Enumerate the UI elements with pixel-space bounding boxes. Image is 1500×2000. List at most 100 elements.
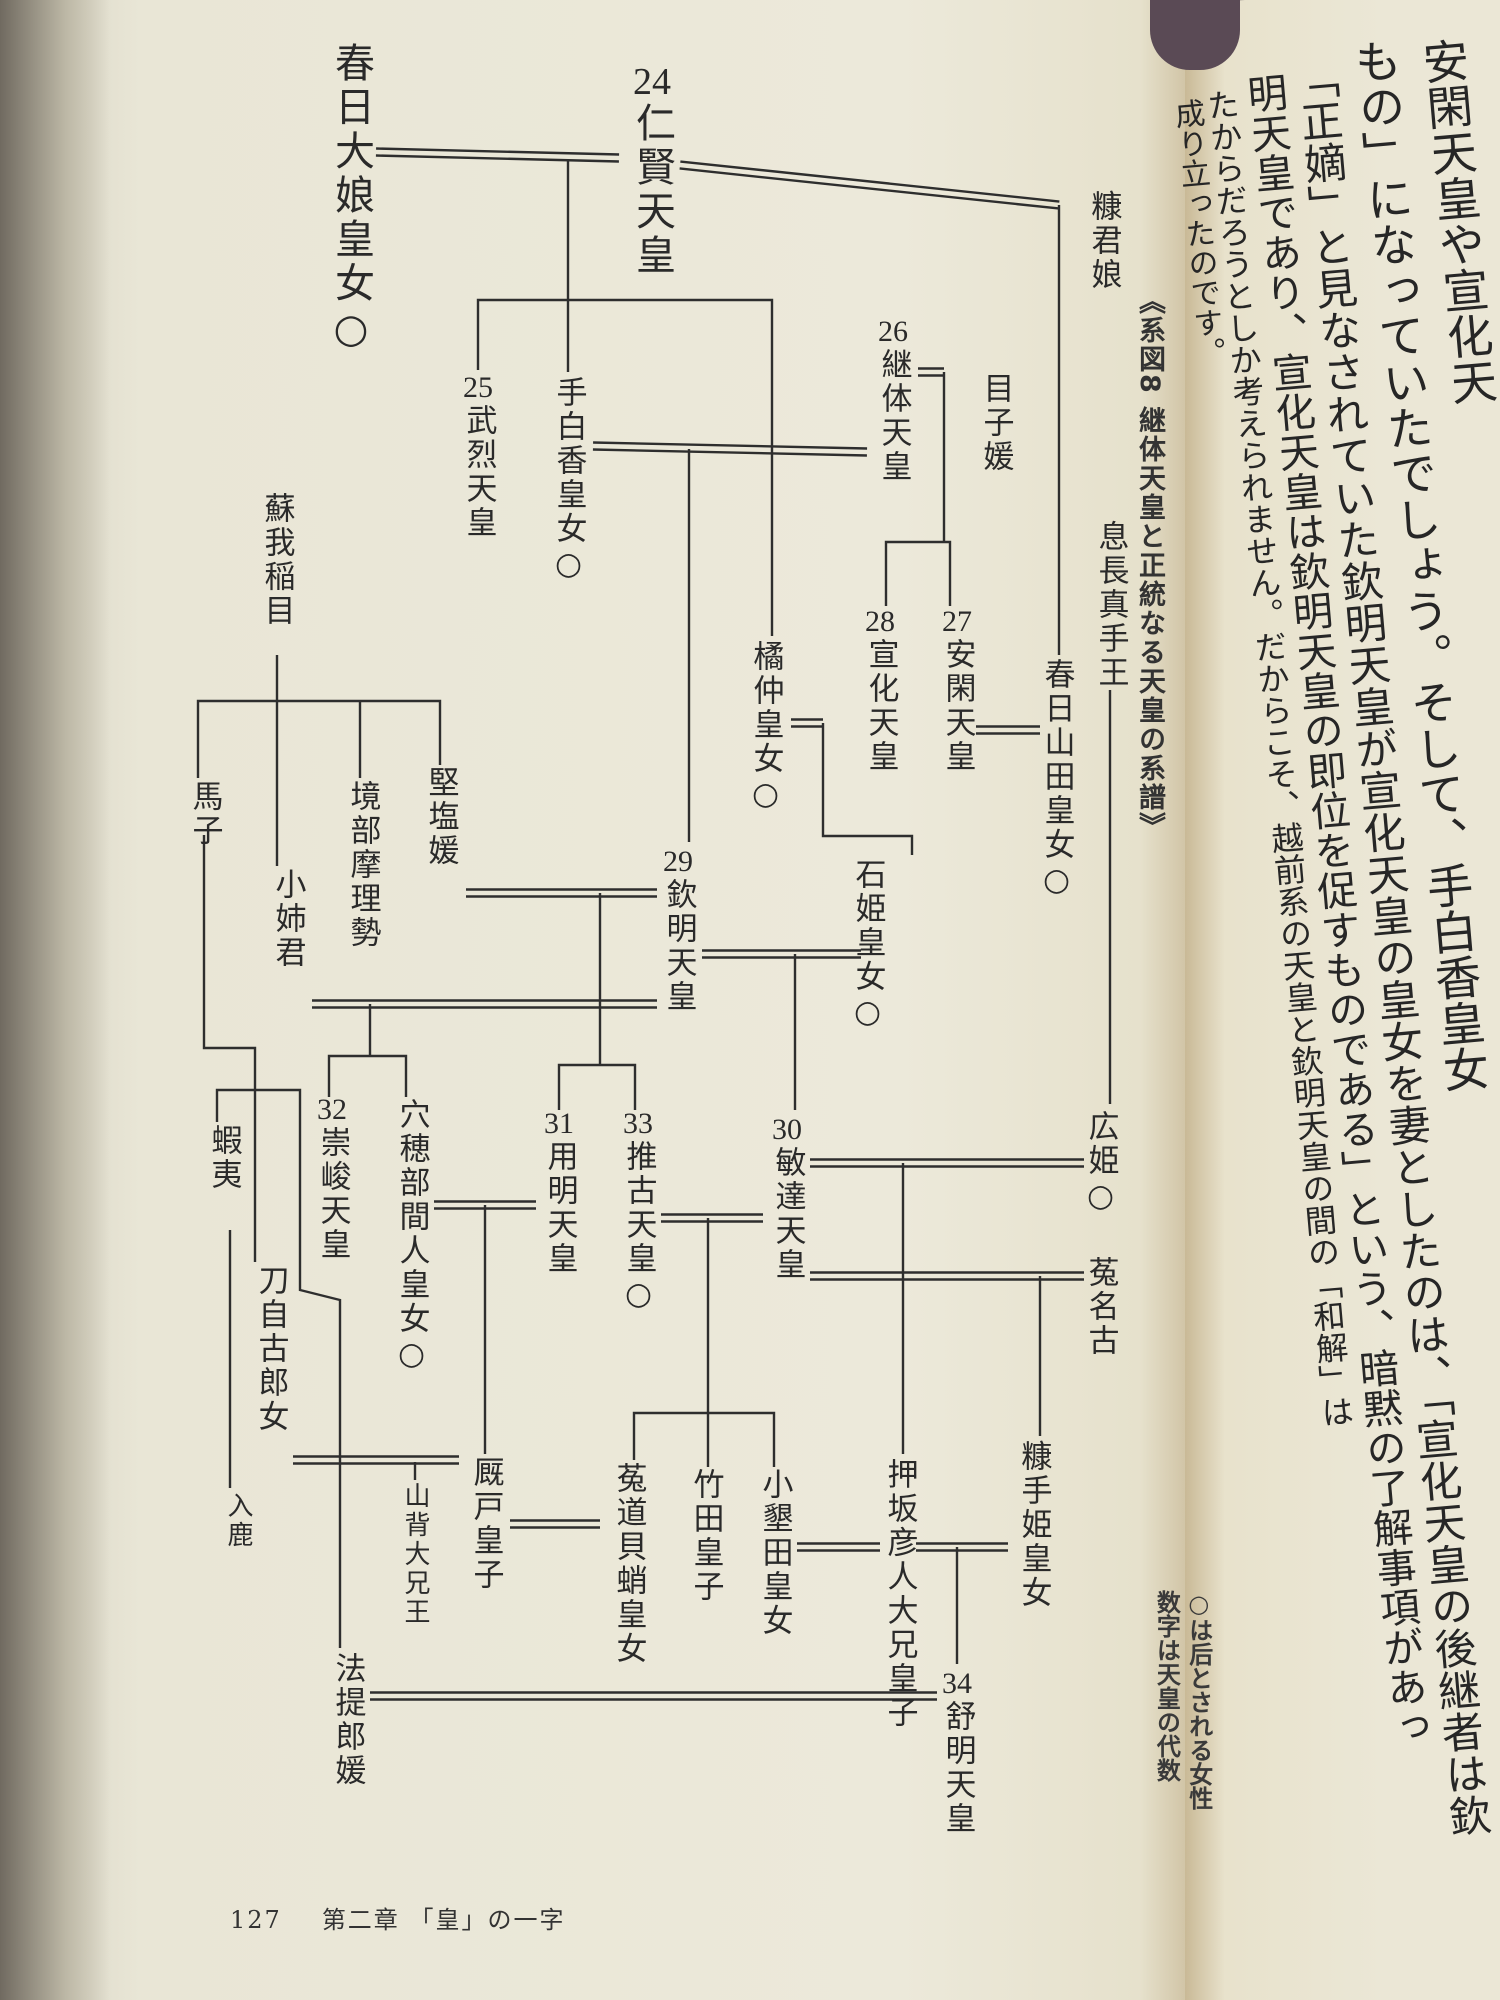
emperor-number: 28 bbox=[865, 605, 895, 638]
person-node: 石姫皇女○ bbox=[790, 858, 945, 1033]
person-node: 広姫○ bbox=[1054, 1110, 1147, 1217]
legend-number-note: 数字は天皇の代数 bbox=[1152, 1590, 1181, 1782]
person-node: 菟道貝蛸皇女 bbox=[535, 1462, 721, 1666]
person-node: 厩戸皇子 bbox=[423, 1456, 547, 1592]
person-name: 用明天皇 bbox=[541, 1140, 578, 1276]
marriage-line bbox=[370, 1691, 937, 1701]
person-name: 安閑天皇 bbox=[939, 638, 976, 774]
emperor-number: 26 bbox=[878, 315, 908, 348]
person-name: 堅塩媛 bbox=[422, 766, 459, 868]
marriage-line bbox=[810, 1271, 1084, 1281]
person-node: 境部摩理勢 bbox=[285, 780, 440, 950]
person-name: 糠手姫皇女 bbox=[1015, 1440, 1052, 1610]
emperor-number: 33 bbox=[623, 1107, 653, 1140]
person-name: 山背大兄王 bbox=[400, 1482, 430, 1627]
marriage-line bbox=[510, 1519, 600, 1529]
marriage-line bbox=[661, 1213, 763, 1223]
person-name: 息長真手王 bbox=[1092, 520, 1129, 690]
emperor-number: 32 bbox=[317, 1093, 347, 1126]
descent-line bbox=[202, 835, 257, 1262]
person-name: 仁賢天皇 bbox=[629, 102, 675, 278]
marriage-line bbox=[375, 147, 620, 163]
person-name: 武烈天皇 bbox=[460, 404, 497, 540]
person-name: 糠君娘 bbox=[1085, 190, 1122, 292]
person-node: 入鹿 bbox=[212, 1492, 264, 1550]
descent-line bbox=[476, 298, 774, 636]
emperor-number: 25 bbox=[463, 371, 493, 404]
emperor-number: 29 bbox=[663, 845, 693, 878]
person-node: 小姉君 bbox=[241, 868, 334, 970]
marriage-line bbox=[293, 1455, 459, 1465]
page-number: 127 bbox=[230, 1906, 282, 1934]
person-node: 穴穂部間人皇女○ bbox=[287, 1098, 535, 1375]
person-node: 押坂彦人大兄皇子 bbox=[775, 1458, 1023, 1730]
person-name: 橘仲皇女○ bbox=[747, 640, 784, 815]
person-name: 春日山田皇女○ bbox=[1038, 658, 1075, 901]
legend: ○は后とされる女性 数字は天皇の代数 bbox=[1150, 1590, 1215, 1810]
person-name: 春日大娘皇女○ bbox=[328, 42, 374, 356]
person-node: 馬子 bbox=[173, 780, 235, 848]
person-name: 手白香皇女○ bbox=[550, 376, 587, 585]
person-node: 春日大娘皇女○ bbox=[211, 42, 491, 356]
person-name: 境部摩理勢 bbox=[344, 780, 381, 950]
person-node: 蘇我稲目 bbox=[214, 492, 338, 628]
marriage-line bbox=[976, 725, 1040, 735]
person-name: 敏達天皇 bbox=[769, 1146, 806, 1282]
emperor-number: 24 bbox=[633, 61, 671, 103]
person-name: 宣化天皇 bbox=[862, 638, 899, 774]
person-name: 欽明天皇 bbox=[660, 878, 697, 1014]
person-name: 小墾田皇女 bbox=[756, 1468, 793, 1638]
descent-line bbox=[821, 723, 914, 855]
descent-line bbox=[884, 540, 952, 606]
person-node: 息長真手王 bbox=[1033, 520, 1188, 690]
legend-circle-note: ○は后とされる女性 bbox=[1184, 1590, 1213, 1810]
person-name: 蝦夷 bbox=[205, 1124, 242, 1192]
descent-line bbox=[632, 1411, 776, 1467]
descent-line bbox=[196, 699, 442, 778]
person-name: 蘇我稲目 bbox=[258, 492, 295, 628]
person-name: 継体天皇 bbox=[875, 348, 912, 484]
descent-line bbox=[557, 1063, 637, 1110]
person-name: 小姉君 bbox=[269, 868, 306, 970]
person-name: 法提郎媛 bbox=[329, 1652, 366, 1788]
marriage-line bbox=[702, 949, 861, 959]
marriage-line bbox=[916, 1542, 1008, 1552]
person-name: 穴穂部間人皇女○ bbox=[393, 1098, 430, 1375]
person-name: 厩戸皇子 bbox=[467, 1456, 504, 1592]
person-name: 目子媛 bbox=[977, 372, 1014, 474]
person-name: 竹田皇子 bbox=[687, 1468, 724, 1604]
emperor-number: 34 bbox=[942, 1667, 972, 1700]
person-name: 広姫○ bbox=[1082, 1110, 1119, 1217]
person-name: 舒明天皇 bbox=[939, 1700, 976, 1836]
person-node: 手白香皇女○ bbox=[475, 376, 661, 585]
person-node: 堅塩媛 bbox=[394, 766, 487, 868]
person-node: 橘仲皇女○ bbox=[688, 640, 843, 815]
person-node: 菟名古 bbox=[1054, 1256, 1147, 1358]
right-page bbox=[1185, 0, 1500, 2000]
marriage-line bbox=[592, 441, 868, 457]
person-node: 春日山田皇女○ bbox=[948, 658, 1165, 901]
person-name: 菟道貝蛸皇女 bbox=[610, 1462, 647, 1666]
marriage-line bbox=[791, 718, 823, 728]
emperor-number: 30 bbox=[772, 1113, 802, 1146]
descent-line bbox=[327, 1054, 408, 1097]
descent-line bbox=[215, 1088, 342, 1648]
person-name: 崇峻天皇 bbox=[314, 1126, 351, 1262]
emperor-number: 31 bbox=[544, 1107, 574, 1140]
background-gap bbox=[1150, 0, 1240, 70]
person-node: 蝦夷 bbox=[192, 1124, 254, 1192]
marriage-line bbox=[679, 160, 1060, 210]
person-node: 糠君娘 bbox=[1057, 190, 1150, 292]
